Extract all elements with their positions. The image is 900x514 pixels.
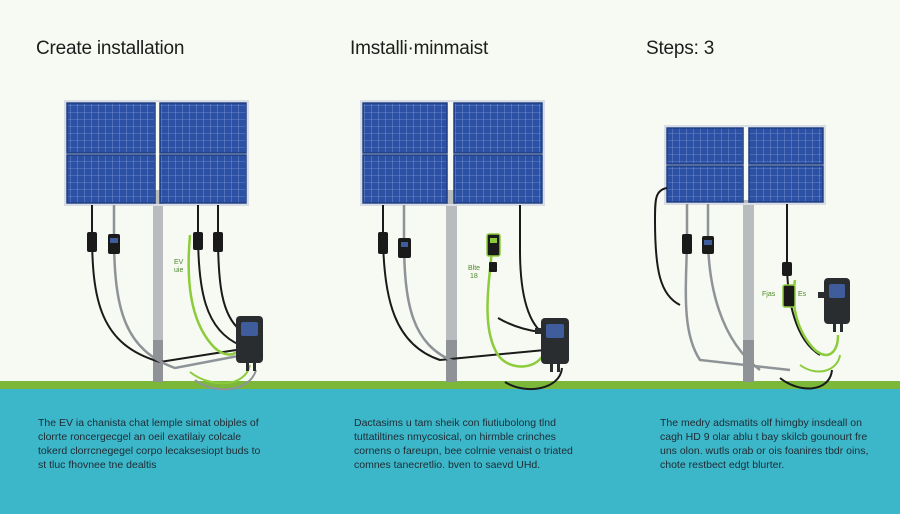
- installation-1: EV uie: [64, 100, 263, 391]
- solar-array-2: [360, 100, 545, 206]
- connector-1d: [213, 232, 223, 252]
- small-label-3a: Fjas: [762, 291, 776, 298]
- panel-2-caption: Dactasims u tam sheik con fiutiubolong t…: [354, 416, 594, 472]
- charger-screen-1: [241, 322, 258, 336]
- solar-panel-2b: [453, 102, 543, 154]
- ev-charger-1: [236, 316, 263, 371]
- grass-strip: [0, 381, 900, 389]
- solar-panel-2c: [362, 154, 448, 204]
- connector-1a: [87, 232, 97, 252]
- caption-line: tuttatiltines nmycosical, on hirmble cri…: [354, 431, 556, 443]
- green-cable-2: [486, 249, 547, 368]
- small-label-2b: 18: [470, 273, 478, 280]
- panel-3-title: Steps: 3: [646, 38, 715, 59]
- charger-screen-2: [546, 324, 564, 338]
- ev-charger-2: [535, 318, 569, 372]
- pole-1: [153, 190, 163, 382]
- panel-1-caption: The EV ia chanista chat lemple simat obi…: [38, 416, 278, 472]
- caption-line: st tluc fhovnee tne dealtis: [38, 459, 157, 471]
- small-label-2a: Blte: [468, 265, 480, 272]
- solar-panel-1b: [159, 102, 247, 154]
- pole-2: [446, 190, 457, 382]
- caption-line: The EV ia chanista chat lemple simat obi…: [38, 417, 259, 429]
- cable-2c: [519, 205, 546, 336]
- cable-3a: [653, 187, 681, 306]
- panel-1-title: Create installation: [36, 38, 185, 59]
- solar-array-1: [64, 100, 249, 206]
- cable-3b: [684, 204, 791, 372]
- installation-2: Blte 18: [360, 100, 569, 391]
- connector-3a: [682, 234, 692, 254]
- solar-array-3: [664, 125, 826, 205]
- cable-1d: [217, 205, 241, 331]
- connector-3c: [782, 262, 792, 276]
- caption-line: chote restbect edgt blurter.: [660, 459, 785, 471]
- solar-panel-3b: [748, 127, 824, 165]
- caption-line: tokerd clorrcnegegel corpo lecaksesiopt …: [38, 445, 261, 457]
- caption-line: clorrte roncergecgel an oeil exatilaiy c…: [38, 431, 242, 443]
- solar-panel-3a: [666, 127, 744, 165]
- solar-panel-1c: [66, 154, 156, 204]
- green-cable-1: [187, 234, 242, 356]
- solar-panel-1d: [159, 154, 247, 204]
- small-label-1a: EV: [174, 259, 184, 266]
- small-label-1b: uie: [174, 267, 183, 274]
- small-label-3b: Es: [798, 291, 807, 298]
- panel-2-title: Imstalli·minmaist: [350, 38, 489, 59]
- pole-3: [743, 200, 754, 382]
- cable-1b: [112, 205, 239, 370]
- solar-panel-2a: [362, 102, 448, 154]
- solar-panel-3d: [748, 165, 824, 203]
- panel-3-caption: The medry adsmatits olf himgby insdeall …: [660, 416, 900, 472]
- solar-panel-2d: [453, 154, 543, 204]
- caption-line: Dactasims u tam sheik con fiutiubolong t…: [354, 417, 556, 429]
- installation-3: Fjas Es: [653, 125, 850, 390]
- caption-line: cornens o fareupn, bee colrnie venaist o…: [354, 445, 573, 457]
- caption-line: The medry adsmatits olf himgby insdeall …: [660, 417, 862, 429]
- connector-2b: [398, 238, 411, 258]
- connector-1c: [193, 232, 203, 250]
- caption-line: cagh HD 9 olar ablu t bay skilcb gounour…: [660, 431, 868, 443]
- caption-line: comnes tanecretlio. bven to saevd UHd.: [354, 459, 541, 471]
- green-connector-3: [782, 284, 796, 308]
- solar-panel-1a: [66, 102, 156, 154]
- caption-line: uns olon. wutls orab or ois foanires tbd…: [660, 445, 869, 457]
- solar-panel-3c: [666, 165, 744, 203]
- connector-1b: [108, 234, 120, 254]
- green-connector-2: [486, 233, 501, 257]
- ev-charger-3: [818, 278, 850, 332]
- charger-screen-3: [829, 284, 845, 298]
- water-band: [0, 389, 900, 514]
- connector-2a: [378, 232, 388, 254]
